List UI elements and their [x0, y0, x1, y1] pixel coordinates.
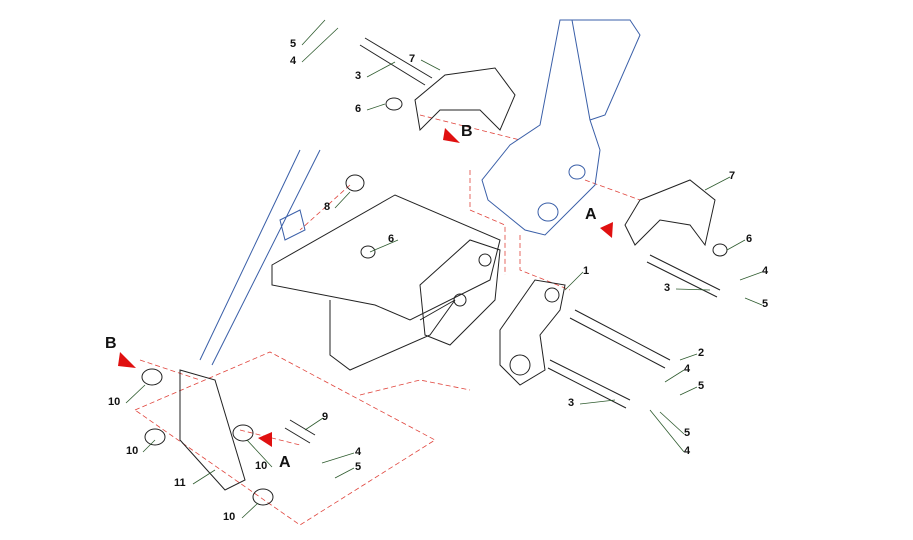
section-markers — [118, 128, 613, 447]
callout-label: 10 — [126, 445, 139, 457]
callout-label: 4 — [684, 363, 691, 375]
callout-label: 9 — [322, 411, 329, 423]
callout-label: 5 — [355, 461, 362, 473]
callout-label: 4 — [290, 55, 297, 67]
callout-label: 11 — [174, 477, 186, 489]
callout-label: 6 — [746, 233, 753, 245]
callout-label: 4 — [355, 446, 362, 458]
callout-label: 5 — [290, 38, 297, 50]
callout-label: 4 — [762, 265, 769, 277]
callout-label: 1 — [583, 265, 590, 277]
frame-parts — [141, 37, 728, 506]
section-marker-label: A — [585, 206, 597, 223]
callout-label: 10 — [255, 460, 268, 472]
section-marker-label: B — [461, 123, 473, 140]
callout-label: 7 — [409, 53, 416, 65]
callout-label: 3 — [355, 70, 362, 82]
callout-label: 8 — [324, 201, 331, 213]
leader-lines — [125, 19, 763, 519]
callout-label: 10 — [223, 511, 236, 523]
callout-label: 5 — [762, 298, 769, 310]
boom-arm — [199, 19, 641, 366]
callout-label: 5 — [684, 427, 691, 439]
callout-label: 6 — [355, 103, 362, 115]
callout-label: 6 — [388, 233, 395, 245]
callout-label: 5 — [698, 380, 705, 392]
section-marker-label: A — [279, 454, 291, 471]
callout-label: 2 — [698, 347, 705, 359]
callout-label: 3 — [664, 282, 671, 294]
callout-label: 7 — [729, 170, 736, 182]
dashed-assembly-lines — [134, 114, 641, 526]
section-marker-label: B — [105, 335, 117, 352]
callout-label: 3 — [568, 397, 575, 409]
callout-label: 4 — [684, 445, 691, 457]
callout-label: 10 — [108, 396, 121, 408]
